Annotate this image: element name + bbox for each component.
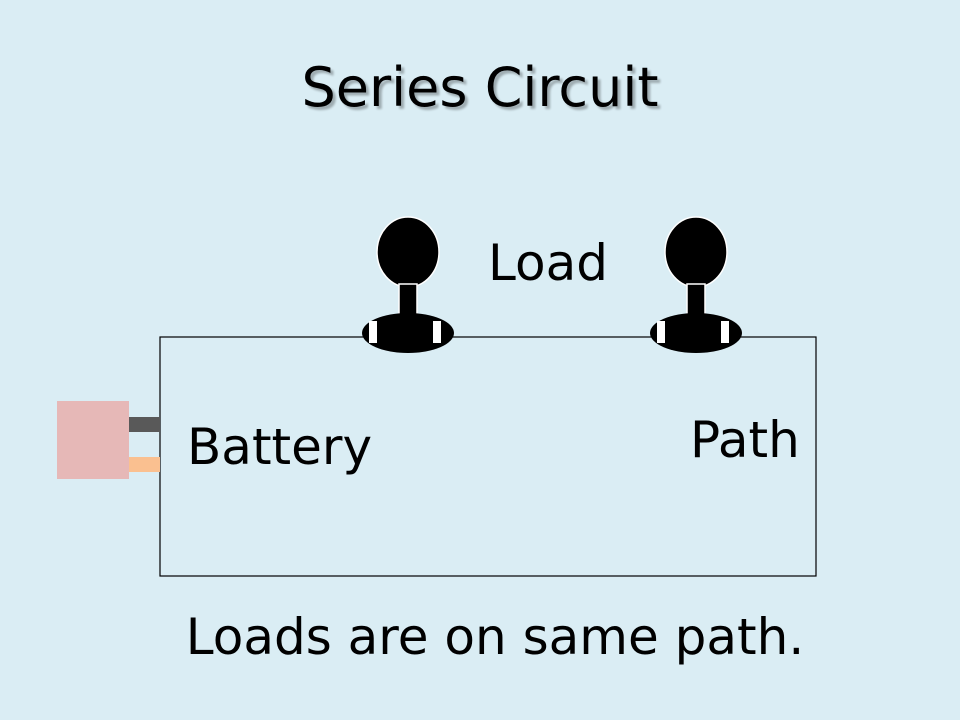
bulb-load-1 <box>362 216 454 353</box>
battery <box>57 401 160 479</box>
slide-title: Series Circuit <box>301 56 659 119</box>
socket-contact-right <box>721 321 729 343</box>
socket-contact-left <box>657 321 665 343</box>
slide-caption: Loads are on same path. <box>185 608 805 666</box>
bulb-globe <box>376 216 440 288</box>
bulb-load-2 <box>650 216 742 353</box>
battery-body <box>57 401 129 479</box>
path-label: Path <box>690 411 800 469</box>
bulb-socket <box>362 313 454 353</box>
socket-contact-left <box>369 321 377 343</box>
bulb-globe <box>664 216 728 288</box>
bulb-socket <box>650 313 742 353</box>
socket-contact-right <box>433 321 441 343</box>
battery-negative-terminal <box>129 417 160 432</box>
battery-positive-terminal <box>129 457 160 472</box>
battery-label: Battery <box>187 418 373 476</box>
circuit-wire-path <box>159 336 817 577</box>
load-label: Load <box>488 234 608 292</box>
